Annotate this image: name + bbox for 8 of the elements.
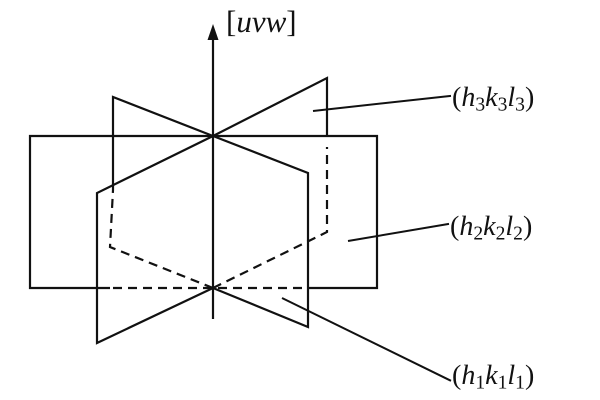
miller-index-label: (h$_{2}$k$_{2}$l$_{2}$) bbox=[450, 213, 532, 241]
miller-index-label: (h$_{3}$k$_{3}$l$_{3}$) bbox=[452, 84, 534, 112]
crystal-plane bbox=[96, 76, 328, 345]
leader-line bbox=[348, 222, 450, 242]
leader-line bbox=[282, 297, 452, 382]
crystal-plane bbox=[28, 134, 378, 290]
miller-index-label: (h$_{1}$k$_{1}$l$_{1}$) bbox=[452, 362, 534, 390]
zone-axis-label: [uvw] bbox=[226, 6, 297, 37]
